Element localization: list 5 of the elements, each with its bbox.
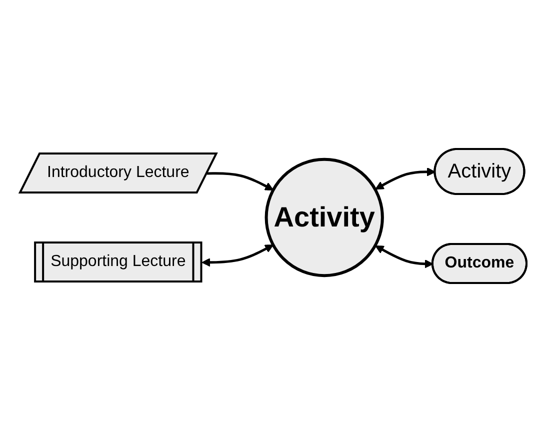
- arrow: [202, 244, 274, 266]
- node-circle: Activity: [265, 157, 384, 277]
- arrow: [375, 166, 436, 190]
- arrow: [207, 172, 274, 190]
- arrow: [375, 244, 434, 268]
